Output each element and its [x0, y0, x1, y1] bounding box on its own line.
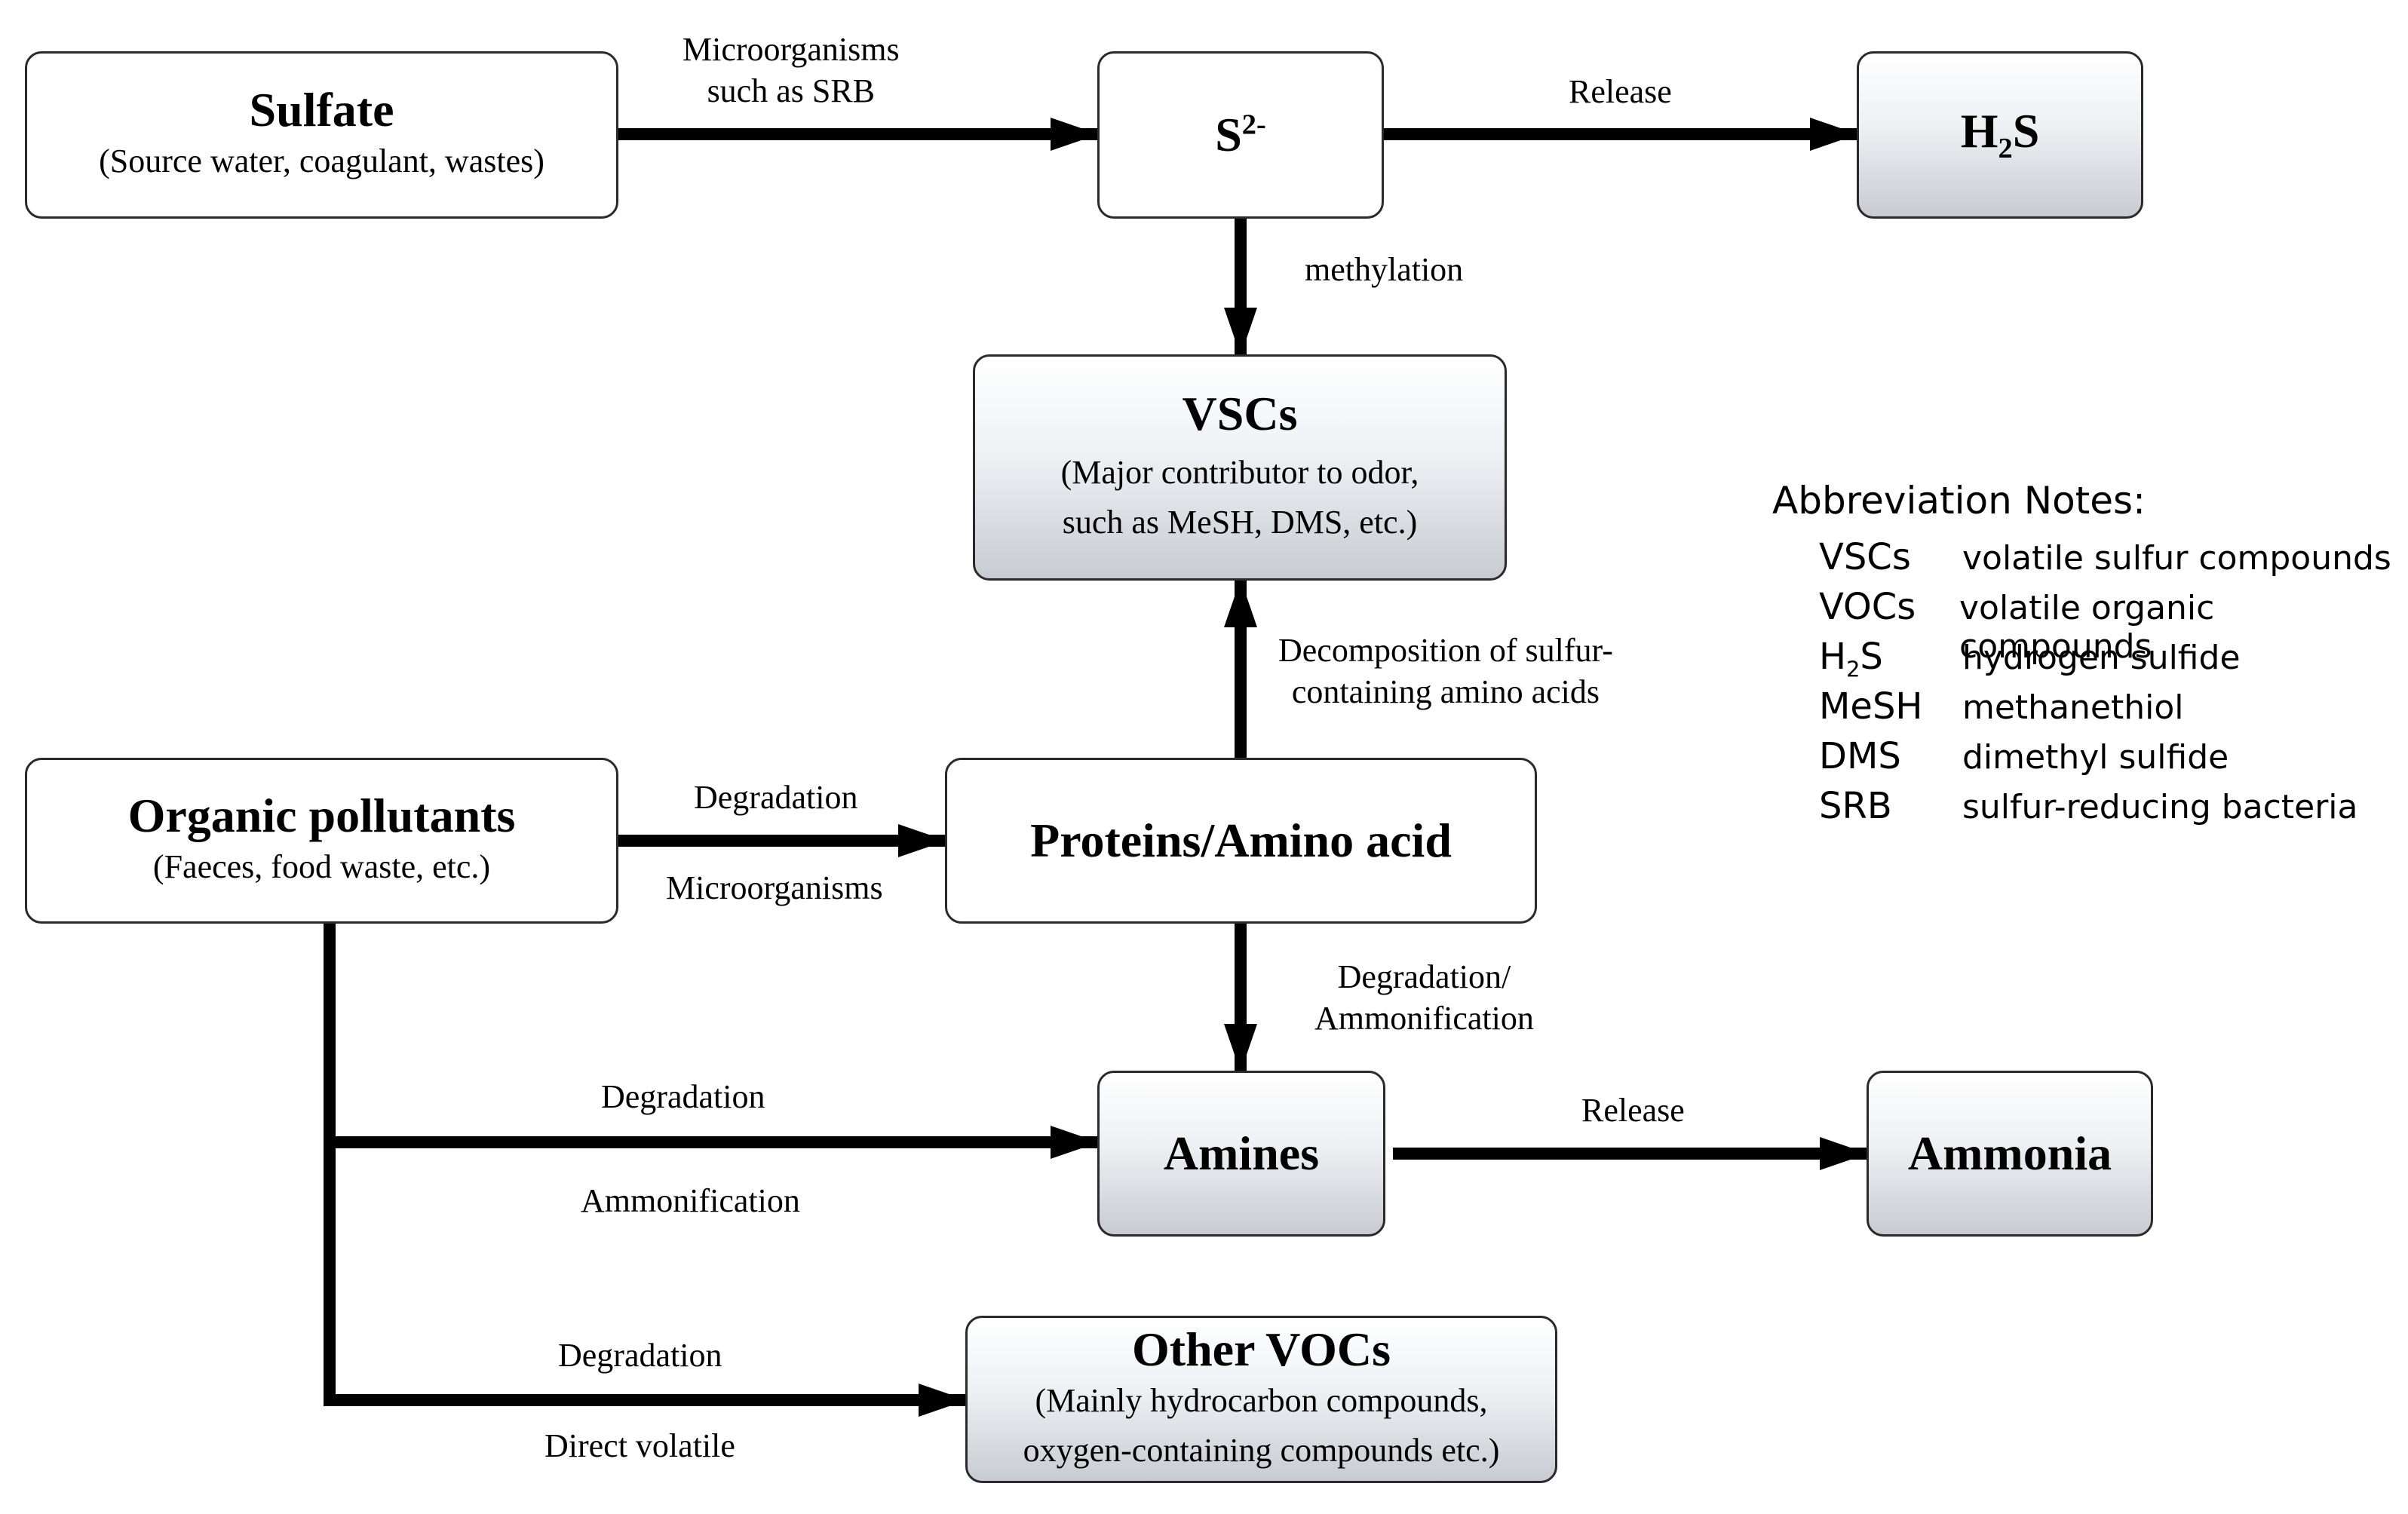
edge-label-s2-vscs: methylation [1305, 251, 1464, 288]
note-definition: methanethiol [1962, 688, 2184, 727]
node-sulfide-ion: S2- [1097, 51, 1384, 219]
note-row: VOCs volatile organic compounds [1772, 586, 2408, 666]
note-definition: dimethyl sulfide [1962, 738, 2229, 777]
note-abbr: DMS [1819, 735, 1901, 777]
note-row: VSCs volatile sulfur compounds [1772, 536, 2408, 586]
note-abbr: SRB [1819, 785, 1892, 827]
edge-label-organic-amines-below: Ammonification [581, 1182, 800, 1219]
edge-label-sulfate-s2: Microorganisms such as SRB [683, 29, 900, 112]
node-subtitle-line1: (Major contributor to odor, [1060, 454, 1419, 492]
edge-label-line1: Degradation/ [1337, 958, 1511, 995]
edge-label-organic-vocs-above: Degradation [558, 1337, 722, 1374]
node-subtitle-line2: such as MeSH, DMS, etc.) [1062, 504, 1418, 541]
node-title: Ammonia [1907, 1126, 2112, 1180]
edge-label-proteins-vscs: Decomposition of sulfur- containing amin… [1278, 630, 1613, 713]
note-abbr: MeSH [1819, 685, 1923, 728]
formula-part: S [1860, 636, 1883, 678]
edge-label-line1: Microorganisms [683, 31, 900, 68]
note-abbr: VSCs [1819, 536, 1911, 578]
note-definition: volatile organic compounds [1959, 589, 2215, 666]
note-definition: sulfur-reducing bacteria [1962, 788, 2358, 826]
node-subtitle-line2: oxygen-containing compounds etc.) [1023, 1432, 1500, 1470]
edge-label-line2: Ammonification [1314, 1000, 1534, 1037]
formula-part: S [2012, 104, 2040, 158]
node-organic-pollutants: Organic pollutants (Faeces, food waste, … [25, 758, 618, 924]
node-subtitle: (Source water, coagulant, wastes) [99, 143, 544, 180]
node-subtitle-line1: (Mainly hydrocarbon compounds, [1035, 1382, 1488, 1420]
node-title: Proteins/Amino acid [1030, 813, 1452, 867]
node-proteins: Proteins/Amino acid [945, 758, 1537, 924]
formula-subscript: 2 [1998, 133, 2013, 165]
edge-label-organic-proteins-below: Microorganisms [666, 869, 883, 906]
note-abbr: H2S [1819, 636, 1962, 682]
node-other-vocs: Other VOCs (Mainly hydrocarbon compounds… [965, 1316, 1557, 1483]
note-row: SRB sulfur-reducing bacteria [1772, 785, 2408, 835]
node-amines: Amines [1097, 1071, 1385, 1237]
note-row: MeSH methanethiol [1772, 685, 2408, 735]
edge-label-organic-proteins-above: Degradation [694, 779, 858, 816]
ion-charge: 2- [1241, 109, 1266, 141]
formula-subscript: 2 [1846, 656, 1860, 682]
edge-label-line2: containing amino acids [1291, 673, 1600, 710]
node-hydrogen-sulfide: H2S [1857, 51, 2143, 219]
node-title: Amines [1163, 1126, 1320, 1180]
formula-part: H [1819, 636, 1847, 678]
note-abbr: VOCs [1819, 586, 1916, 628]
edge-label-organic-amines-above: Degradation [601, 1078, 765, 1115]
node-subtitle: (Faeces, food waste, etc.) [152, 848, 491, 886]
note-row: H2S hydrogen sulfide [1772, 636, 2408, 685]
node-title: S [1215, 107, 1242, 161]
note-definition: hydrogen sulfide [1962, 639, 2241, 677]
node-title: Organic pollutants [127, 788, 516, 842]
edge-label-proteins-amines: Degradation/ Ammonification [1314, 956, 1534, 1039]
edge-label-amines-ammonia: Release [1581, 1092, 1685, 1129]
node-title: Other VOCs [1131, 1322, 1391, 1376]
node-ammonia: Ammonia [1867, 1071, 2153, 1237]
formula-part: H [1960, 104, 1998, 158]
node-vscs: VSCs (Major contributor to odor, such as… [973, 354, 1507, 581]
edge-label-s2-h2s: Release [1569, 73, 1672, 110]
node-title: VSCs [1182, 386, 1298, 440]
edge-label-line2: such as SRB [707, 72, 876, 109]
edge-label-line1: Decomposition of sulfur- [1278, 632, 1613, 669]
node-sulfate: Sulfate (Source water, coagulant, wastes… [25, 51, 618, 219]
note-definition: volatile sulfur compounds [1962, 539, 2391, 578]
node-title: Sulfate [249, 82, 394, 136]
abbreviation-notes: Abbreviation Notes: VSCs volatile sulfur… [1772, 479, 2408, 835]
notes-title: Abbreviation Notes: [1772, 479, 2146, 523]
edge-label-organic-vocs-below: Direct volatile [544, 1427, 735, 1464]
note-row: DMS dimethyl sulfide [1772, 735, 2408, 785]
